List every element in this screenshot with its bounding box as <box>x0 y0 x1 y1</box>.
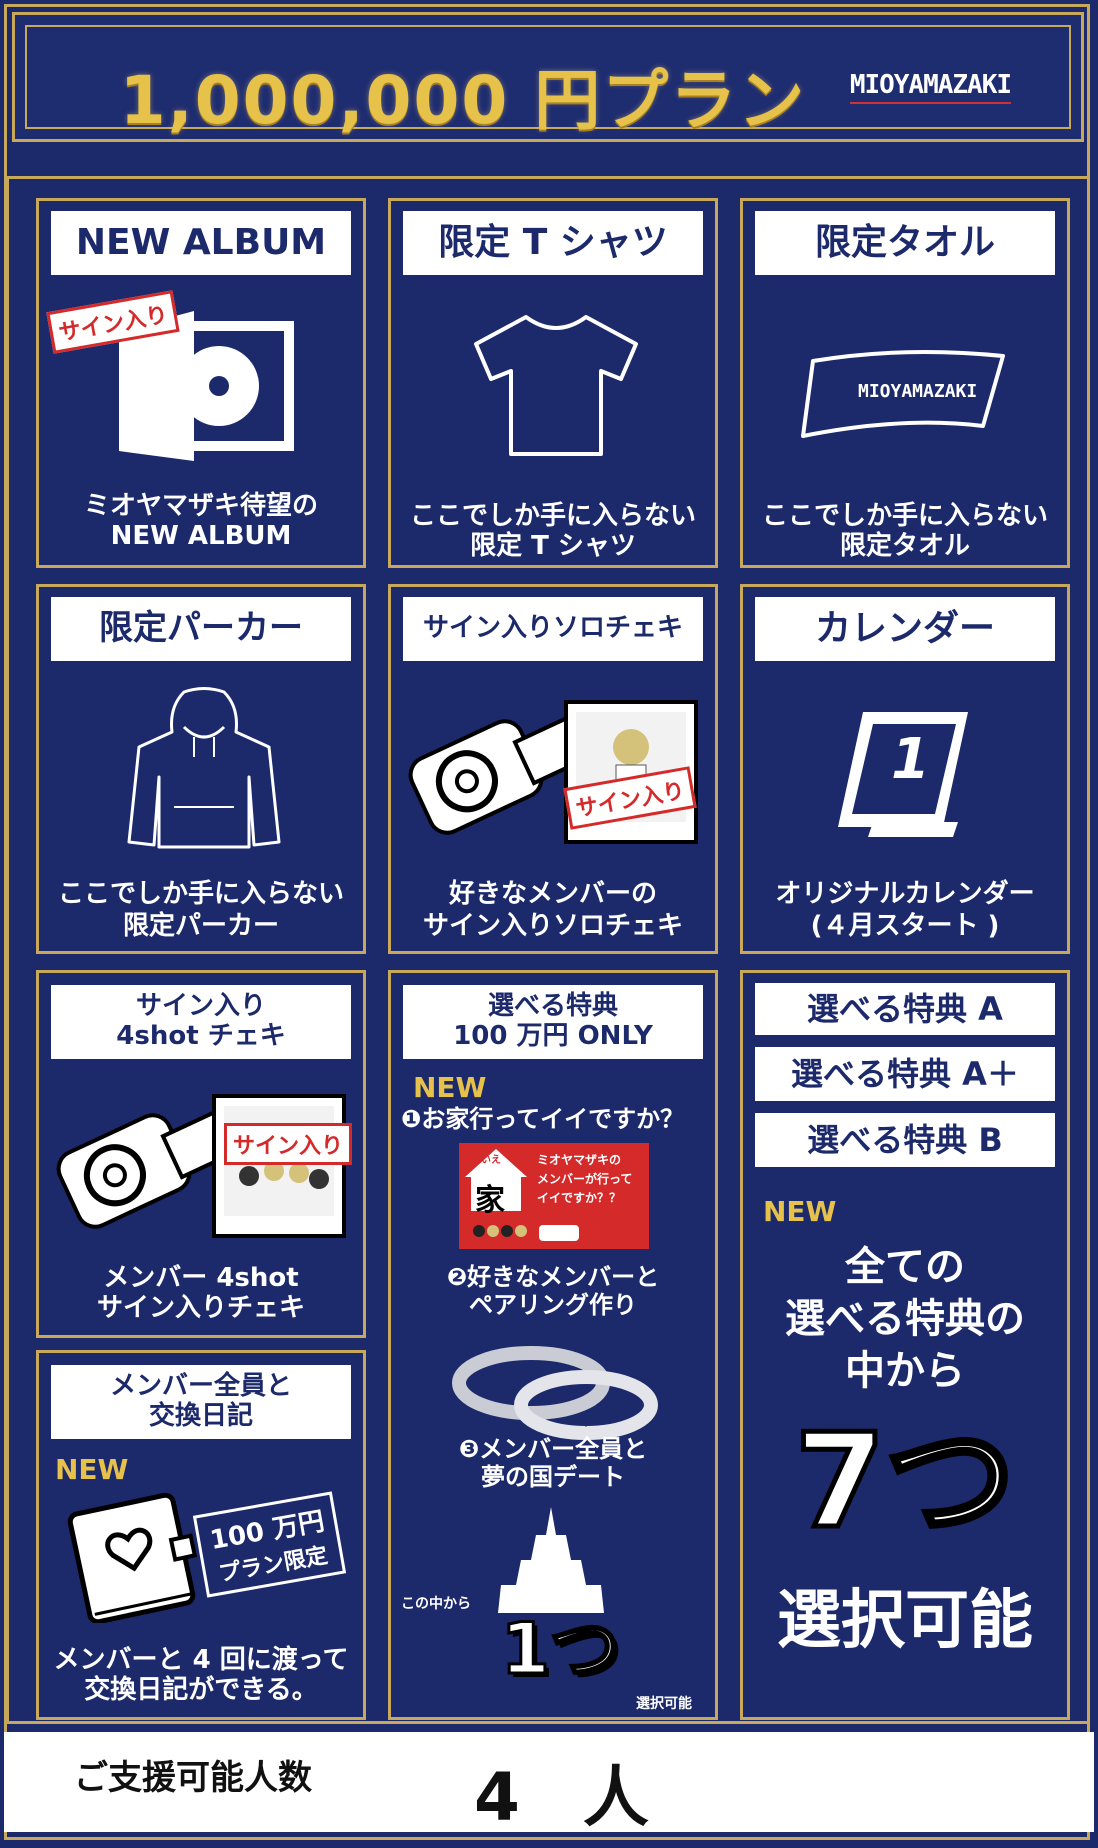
new-label: NEW <box>55 1453 129 1486</box>
pair-ring-icon <box>452 1346 658 1440</box>
perk-item-2a: ❷好きなメンバーと <box>446 1263 660 1291</box>
card-title-line1: サイン入り <box>135 991 266 1022</box>
new-label: NEW <box>763 1195 837 1228</box>
band-logo: MIOYAMAZAKI <box>849 70 1012 104</box>
choose-selectable: 選択可能 <box>777 1584 1033 1658</box>
header-banner: 1,000,000 円プラン MIOYAMAZAKI <box>12 12 1084 142</box>
card-caption-line1: 好きなメンバーの <box>448 879 657 909</box>
card-choose-all: 選べる特典 A 選べる特典 A＋ 選べる特典 B NEW 全ての 選べる特典の … <box>740 970 1070 1720</box>
card-title: 選べる特典 100 万円 ONLY <box>403 985 703 1059</box>
perk-item-3b: 夢の国デート <box>481 1463 625 1491</box>
card-title: 限定 T シャツ <box>403 211 703 275</box>
card-caption-line1: ミオヤマザキ待望の <box>83 491 318 521</box>
card-caption-line1: メンバーと 4 回に渡って <box>53 1645 349 1675</box>
card-exchange-diary: メンバー全員と 交換日記 NEW 100 万円 プラン限定 メンバーと 4 回に… <box>36 1350 366 1720</box>
card-calendar: カレンダー 1 オリジナルカレンダー (４月スタート ) <box>740 584 1070 954</box>
from-these-label: この中から <box>401 1596 471 1612</box>
card-title: 限定タオル <box>755 211 1055 275</box>
card-new-album: NEW ALBUM サイン入り ミオヤマザキ待望の NEW ALBUM <box>36 198 366 568</box>
card-title: サイン入りソロチェキ <box>403 597 703 661</box>
house-ruby: いえ <box>481 1155 501 1166</box>
perk-a-button: 選べる特典 A <box>755 983 1055 1035</box>
choose-line2: 選べる特典の <box>785 1296 1025 1342</box>
calendar-icon <box>838 712 968 837</box>
signed-badge: サイン入り <box>224 1123 353 1165</box>
card-caption-line2: サイン入りチェキ <box>96 1293 305 1323</box>
house-text: ミオヤマザキの メンバーが行って イイですか？？ <box>537 1151 632 1209</box>
card-caption-line2: NEW ALBUM <box>110 521 292 551</box>
card-title: カレンダー <box>755 597 1055 661</box>
instant-camera-icon <box>56 1094 346 1238</box>
members-and-van-illustration <box>473 1225 579 1241</box>
card-caption-line2: 限定パーカー <box>122 911 279 941</box>
plan-title: 1,000,000 円プラン <box>119 62 807 139</box>
card-caption-line1: ここでしか手に入らない <box>409 501 696 531</box>
album-cd-icon <box>119 311 294 461</box>
perk-item-1: ❶お家行ってイイですか？ <box>401 1105 685 1133</box>
towel-logo: MIOYAMAZAKI <box>858 381 978 402</box>
card-caption-line1: ここでしか手に入らない <box>761 501 1048 531</box>
card-caption-line2: 交換日記ができる。 <box>84 1675 318 1705</box>
choose-line1: 全ての <box>845 1244 965 1290</box>
house-text-line3: イイですか？？ <box>537 1191 622 1206</box>
card-solo-cheki: サイン入りソロチェキ サイン入り 好きなメンバーの サイン入りソロチェキ <box>388 584 718 954</box>
card-title-line2: 100 万円 ONLY <box>453 1021 653 1051</box>
card-caption-line2: 限定タオル <box>839 531 970 561</box>
card-title: メンバー全員と 交換日記 <box>51 1365 351 1439</box>
perk-item-2b: ペアリング作り <box>469 1291 637 1319</box>
perk-b-button: 選べる特典 B <box>755 1113 1055 1167</box>
choose-line3: 中から <box>845 1348 965 1394</box>
house-text-line2: メンバーが行って <box>537 1172 633 1187</box>
header-inner-border <box>25 25 1071 129</box>
calendar-number: 1 <box>891 727 930 792</box>
card-title-line2: 交換日記 <box>148 1401 253 1431</box>
towel-icon <box>801 350 1005 438</box>
card-title: NEW ALBUM <box>51 211 351 275</box>
select-count: 1つ <box>500 1607 622 1692</box>
tshirt-icon <box>474 315 638 456</box>
supporter-count-label: ご支援可能人数 <box>74 1758 312 1798</box>
card-caption-line1: ここでしか手に入らない <box>57 879 344 909</box>
card-title: 限定パーカー <box>51 597 351 661</box>
card-title-line2: 4shot チェキ <box>116 1021 286 1051</box>
plan-limited-stamp: 100 万円 プラン限定 <box>192 1491 347 1598</box>
card-towel: 限定タオル MIOYAMAZAKI ここでしか手に入らない 限定タオル <box>740 198 1070 568</box>
content-frame <box>6 176 1090 1724</box>
card-title: サイン入り 4shot チェキ <box>51 985 351 1059</box>
castle-icon <box>498 1507 604 1613</box>
card-tshirt: 限定 T シャツ ここでしか手に入らない 限定 T シャツ <box>388 198 718 568</box>
perk-item-3a: ❸メンバー全員と <box>458 1435 648 1463</box>
card-caption-line2: 限定 T シャツ <box>470 531 636 561</box>
card-selectable-perks: 選べる特典 100 万円 ONLY NEW ❶お家行ってイイですか？ いえ 家 … <box>388 970 718 1720</box>
house-text-line1: ミオヤマザキの <box>537 1153 622 1167</box>
card-parka: 限定パーカー ここでしか手に入らない 限定パーカー <box>36 584 366 954</box>
selectable-label: 選択可能 <box>636 1696 692 1712</box>
house-visit-image: いえ 家 ミオヤマザキの メンバーが行って イイですか？？ <box>459 1143 649 1249</box>
hoodie-icon <box>127 687 281 849</box>
card-caption-line1: オリジナルカレンダー <box>775 879 1035 909</box>
supporter-count-bar: ご支援可能人数 4 人 <box>4 1732 1094 1836</box>
card-title-line1: メンバー全員と <box>109 1371 292 1402</box>
card-title-line1: 選べる特典 <box>487 991 618 1022</box>
card-caption-line2: (４月スタート ) <box>810 911 1000 941</box>
diary-book-icon <box>67 1493 198 1623</box>
house-icon <box>465 1149 527 1211</box>
card-caption-line2: サイン入りソロチェキ <box>422 911 683 941</box>
supporter-count-value: 4 人 <box>474 1759 669 1836</box>
card-4shot-cheki: サイン入り 4shot チェキ サイン入り メンバー 4shot サイン入りチェ… <box>36 970 366 1338</box>
perk-aplus-button: 選べる特典 A＋ <box>755 1047 1055 1101</box>
choose-count: 7つ <box>792 1403 1017 1560</box>
house-char: 家 <box>475 1183 505 1218</box>
new-label: NEW <box>413 1071 487 1104</box>
card-caption-line1: メンバー 4shot <box>103 1263 299 1293</box>
